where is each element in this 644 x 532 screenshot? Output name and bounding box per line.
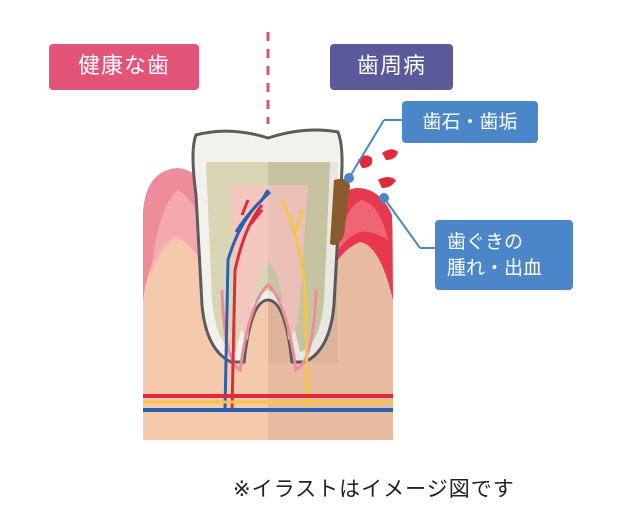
nerves-vessels bbox=[223, 189, 310, 411]
healthy-tooth-label: 健康な歯 bbox=[49, 44, 199, 90]
tartar bbox=[330, 178, 350, 245]
tartar-callout: 歯石・歯垢 bbox=[402, 101, 538, 143]
callout-leaders bbox=[344, 119, 435, 249]
base-vessels bbox=[143, 394, 393, 412]
gum-callout-line1: 歯ぐきの bbox=[447, 231, 524, 253]
gum-callout: 歯ぐきの 腫れ・出血 bbox=[435, 220, 573, 290]
illustration-footnote: ※イラストはイメージ図です bbox=[233, 477, 515, 501]
gum-callout-line2: 腫れ・出血 bbox=[447, 257, 543, 279]
periodontal-disease-label: 歯周病 bbox=[330, 44, 453, 90]
tartar-callout-text: 歯石・歯垢 bbox=[422, 111, 518, 133]
